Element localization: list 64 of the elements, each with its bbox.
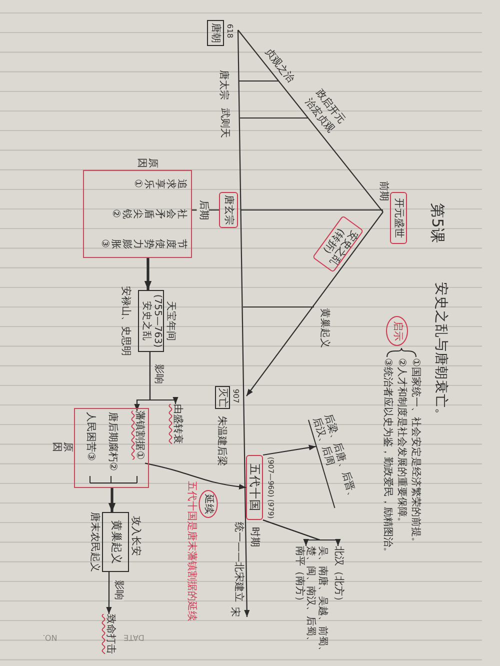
event-label: 开元盛世 — [392, 198, 404, 238]
cause-text: 社会矛盾尖锐② — [110, 209, 187, 219]
event-label: 唐玄宗 — [222, 195, 234, 225]
cause-box — [74, 408, 149, 488]
edge-label: 后期 — [197, 199, 209, 221]
event-label: 灭亡 — [216, 388, 228, 408]
cause-text: 节度使势力膨胀③ — [99, 239, 187, 249]
wavy-underlined-term: 致命打击 — [101, 614, 116, 662]
circled-heading: 启示 — [386, 316, 408, 346]
note-text: 攻入长安 — [129, 516, 141, 556]
note-text: ②人才和制度是社会发展的重要保障。 — [396, 358, 407, 527]
cause-box — [83, 170, 192, 258]
event-label: 黄巢起义 — [109, 520, 122, 564]
wavy-underlined-term: 藩镇割据① — [129, 410, 146, 471]
event-label: 安史之乱 — [140, 301, 151, 341]
note-text: 唐末农民起义 — [88, 512, 100, 572]
note-text: 宋 — [228, 607, 240, 617]
kingdom-list: 北汉（北方） — [332, 546, 344, 612]
note-text: 原因 — [51, 442, 73, 452]
wavy-underlined-term: 由盛转衰 — [168, 404, 183, 452]
note-text: 时期 — [248, 527, 260, 547]
note-text: 统一——北宋建立 — [232, 522, 244, 602]
note-text: 五代十国是唐末藩镇割据的延续 — [185, 481, 197, 621]
note-text: 原因 — [136, 158, 158, 168]
event-label: 唐朝 — [210, 23, 222, 43]
note-text: 前期 — [378, 181, 390, 201]
highlight-box — [246, 455, 263, 520]
page-print: DATE — [124, 632, 144, 642]
note-text: ③统治者应以史为鉴，勤政爱民，励精图治。 — [382, 358, 393, 557]
event-label: 五代十国 — [248, 464, 262, 512]
kingdom-list: 吴、南唐、吴越、前蜀、楚、闽、南汉、后蜀、南平（南方） — [286, 546, 328, 658]
edge-label: 影响 — [152, 363, 164, 385]
page-print: NO. — [42, 632, 58, 642]
lesson-number: 第5课 — [428, 203, 446, 243]
arrow — [149, 352, 178, 404]
circled-edge-label: 延续 — [198, 490, 218, 518]
note-text: 朱温建后梁 — [215, 416, 227, 466]
note-text: 黄巢起义 — [318, 308, 330, 348]
thick-arrow — [108, 488, 116, 512]
curved-arrow — [144, 462, 246, 490]
highlight-box — [219, 192, 238, 228]
event-label: (755—763) — [152, 294, 162, 348]
note-text: 武则天 — [218, 108, 230, 138]
event-box — [138, 290, 164, 352]
highlight-box — [390, 192, 407, 244]
highlight-box — [312, 215, 364, 273]
connector-line — [192, 209, 219, 211]
note-text: ①国家统一、社会安定是经济繁荣的前提。 — [410, 358, 421, 547]
thick-arrow — [144, 258, 152, 290]
cause-text: 人民困苦③ — [85, 412, 96, 461]
note-text: 天宝年间 — [164, 301, 176, 341]
arrow — [262, 444, 316, 456]
arrow — [262, 519, 321, 546]
cause-text: 追求享乐① — [132, 179, 187, 189]
note-text: 贞观之治 — [262, 46, 296, 86]
note-text: 唐太宗 — [218, 70, 230, 100]
arrow — [106, 572, 112, 614]
underlined-list: 后梁、后唐、后晋、后汉、后周 — [308, 412, 360, 508]
cause-text: 唐后期腐朽② — [106, 412, 118, 471]
event-box — [102, 512, 129, 572]
edge-label: 影响 — [112, 579, 124, 601]
title: 安史之乱与唐朝衰亡。 — [432, 282, 448, 422]
note-text: 安禄山、史思明 — [119, 286, 131, 356]
event-box — [207, 20, 224, 46]
